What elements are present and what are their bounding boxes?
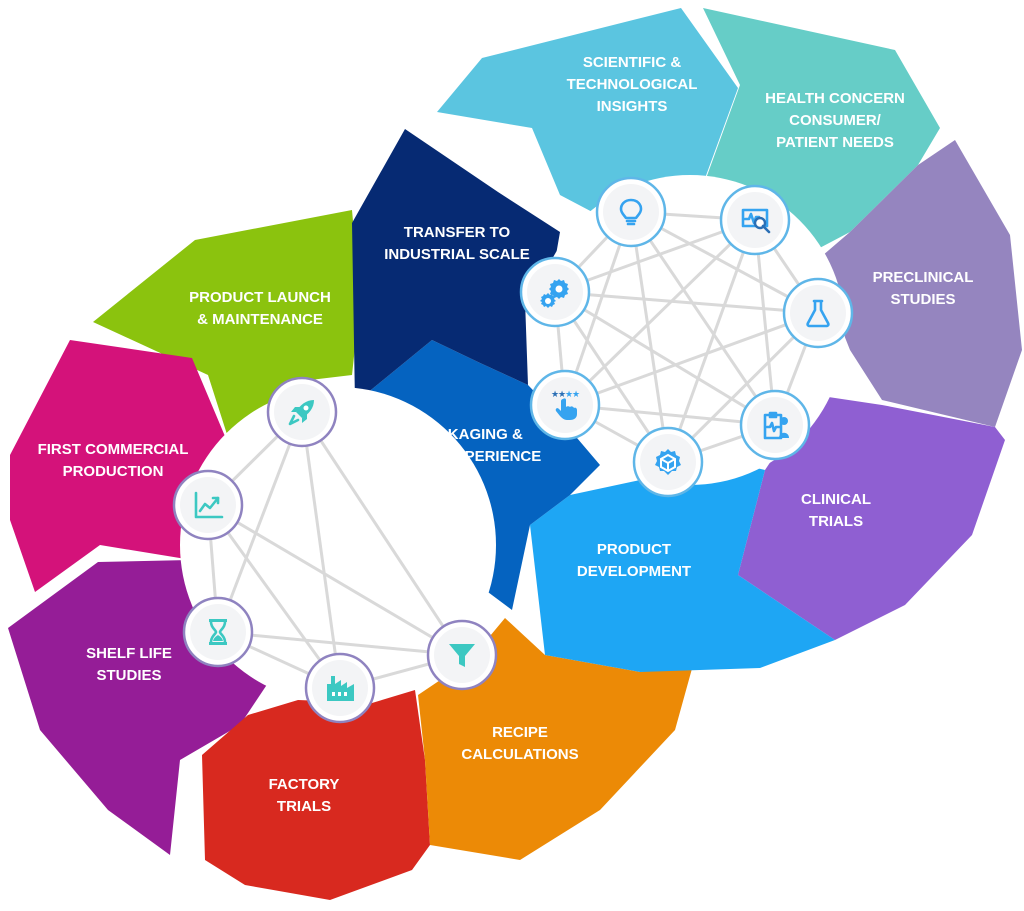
- svg-text:★: ★: [565, 390, 573, 400]
- segment-label-line: CLINICAL: [801, 491, 871, 508]
- segment-labels: SCIENTIFIC & TECHNOLOGICAL INSIGHTS HEALTH …: [38, 54, 974, 815]
- segment-label-preclinical: PRECLINICAL STUDIES: [873, 269, 974, 308]
- flask-icon: [806, 299, 830, 328]
- svg-text:★: ★: [558, 390, 566, 400]
- node-inner: [190, 604, 246, 660]
- segment-label-first-commercial: FIRST COMMERCIAL PRODUCTION: [38, 441, 189, 480]
- network-link: [554, 218, 756, 294]
- node-inner: [603, 184, 659, 240]
- network-link: [564, 311, 819, 407]
- node-inner: [790, 285, 846, 341]
- segment-label-line: PATIENT NEEDS: [776, 134, 894, 151]
- gears-icon: [540, 279, 569, 308]
- funnel-icon: [449, 644, 475, 667]
- segment-factory: [202, 690, 430, 900]
- monitor-search-icon: [741, 208, 771, 234]
- funnel-node: [426, 619, 498, 691]
- icon-nodes: ★★★★: [172, 176, 854, 724]
- research-cycle: [352, 8, 1022, 672]
- segment-label-line: PRECLINICAL: [873, 269, 974, 286]
- network-link: [554, 290, 776, 427]
- network-link: [300, 411, 464, 656]
- network-link: [207, 503, 463, 657]
- node-inner: [747, 397, 803, 453]
- svg-text:★: ★: [572, 390, 580, 400]
- segment-preclinical: [815, 140, 1022, 427]
- segment-label-line: SCIENTIFIC &: [583, 54, 682, 71]
- network-link: [217, 630, 463, 657]
- segment-label-transfer: TRANSFER TO INDUSTRIAL SCALE: [384, 224, 530, 263]
- factory-icon: [327, 676, 354, 701]
- network-link: [206, 504, 342, 689]
- segment-label-line: INDUSTRIAL SCALE: [384, 246, 530, 263]
- hourglass-icon: [209, 619, 227, 645]
- segment-label-launch: PRODUCT LAUNCH & MAINTENANCE: [189, 289, 331, 328]
- lightbulb-node: [595, 176, 667, 248]
- network-link: [629, 211, 670, 463]
- segment-label-line: PACKAGING &: [417, 426, 523, 443]
- segment-label-line: TRIALS: [809, 513, 863, 530]
- segment-label-line: HEALTH CONCERN: [765, 90, 905, 107]
- factory-node: [304, 652, 376, 724]
- segment-product-dev: [530, 455, 835, 672]
- network-link: [629, 211, 777, 426]
- segment-label-scientific: SCIENTIFIC & TECHNOLOGICAL INSIGHTS: [567, 54, 698, 115]
- gears-node: [519, 256, 591, 328]
- segment-scientific: [437, 8, 738, 215]
- segment-label-line: STUDIES: [890, 291, 955, 308]
- segment-label-line: PRODUCT LAUNCH: [189, 289, 331, 306]
- segment-label-line: USER EXPERIENCE: [399, 448, 542, 465]
- segment-label-line: INSIGHTS: [597, 98, 668, 115]
- clipboard-doctor-icon: [763, 411, 789, 440]
- network-link: [216, 411, 304, 633]
- segment-label-line: FACTORY: [269, 776, 340, 793]
- segment-label-line: PRODUCT: [597, 541, 671, 558]
- segment-label-line: RECIPE: [492, 724, 548, 741]
- growth-chart-icon: [194, 491, 224, 519]
- growth-chart-node: [172, 469, 244, 541]
- segment-label-line: CONSUMER/: [789, 112, 882, 129]
- network-link: [563, 218, 757, 407]
- segment-label-line: TECHNOLOGICAL: [567, 76, 698, 93]
- segment-label-clinical: CLINICAL TRIALS: [801, 491, 871, 530]
- manufacturing-hub: [180, 387, 496, 703]
- network-link: [554, 290, 819, 315]
- segment-label-product-dev: PRODUCT DEVELOPMENT: [577, 541, 691, 580]
- segment-first-commercial: [10, 340, 235, 592]
- segment-clinical: [738, 395, 1005, 640]
- monitor-search-node: [719, 184, 791, 256]
- rocket-icon: [288, 400, 314, 426]
- gear-cube-icon: [655, 449, 681, 475]
- rating-touch-node: ★★★★: [529, 369, 601, 441]
- segment-label-line: & MAINTENANCE: [197, 311, 323, 328]
- segment-label-line: TRIALS: [277, 798, 331, 815]
- lightbulb-icon: [619, 198, 643, 226]
- clipboard-doctor-node: [739, 389, 811, 461]
- segment-label-recipe: RECIPE CALCULATIONS: [461, 724, 578, 763]
- segment-label-line: CALCULATIONS: [461, 746, 578, 763]
- network-link: [630, 210, 819, 315]
- segment-label-packaging: PACKAGING & USER EXPERIENCE: [399, 426, 542, 465]
- network-link: [666, 219, 757, 463]
- flask-node: [782, 277, 854, 349]
- segment-transfer: [352, 129, 560, 403]
- segment-label-line: PRODUCTION: [63, 463, 164, 480]
- segment-label-line: DEVELOPMENT: [577, 563, 691, 580]
- segment-label-health: HEALTH CONCERN CONSUMER/PATIENT NEEDS: [765, 90, 905, 151]
- segment-label-line: SHELF LIFE: [86, 645, 172, 662]
- svg-text:★: ★: [551, 390, 559, 400]
- gear-cube-node: [632, 426, 704, 498]
- rating-touch-icon: ★★★★: [551, 390, 580, 420]
- segment-label-line: TRANSFER TO: [404, 224, 511, 241]
- segment-label-factory: FACTORY TRIALS: [269, 776, 340, 815]
- hourglass-node: [182, 596, 254, 668]
- segment-label-line: FIRST COMMERCIAL: [38, 441, 189, 458]
- segment-label-line: STUDIES: [96, 667, 161, 684]
- segment-label-shelf-life: SHELF LIFE STUDIES: [86, 645, 172, 684]
- rocket-node: [266, 376, 338, 448]
